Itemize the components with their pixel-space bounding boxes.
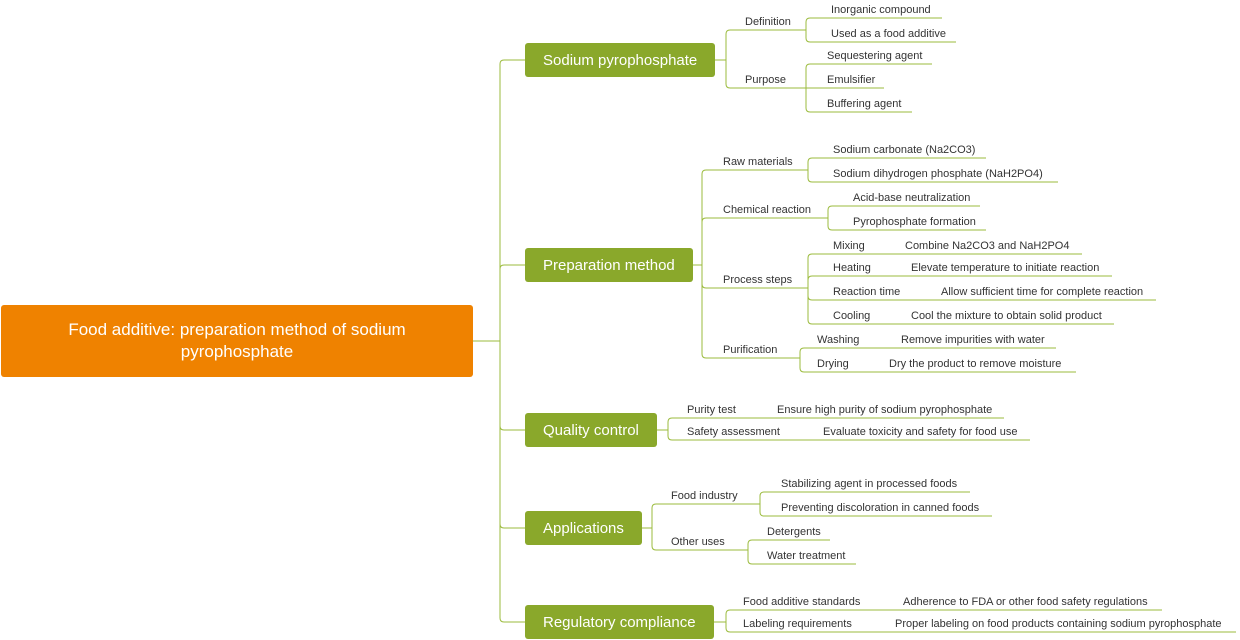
connector-line xyxy=(807,295,828,301)
leaf-topic[interactable]: Water treatment xyxy=(767,550,846,562)
connector-line xyxy=(805,107,822,113)
connector-line xyxy=(651,545,666,551)
connector-line xyxy=(701,217,718,223)
leaf-topic[interactable]: Used as a food additive xyxy=(831,28,946,40)
connector-line xyxy=(805,17,826,23)
branch-label: Applications xyxy=(543,519,624,537)
leaf-topic[interactable]: Pyrophosphate formation xyxy=(853,216,976,228)
connector-line xyxy=(759,491,776,497)
step-topic[interactable]: Drying xyxy=(817,358,849,370)
subtopic-food-industry[interactable]: Food industry xyxy=(671,490,738,502)
connector-line xyxy=(799,347,812,353)
subtopic-safety-assessment[interactable]: Safety assessment xyxy=(687,426,780,438)
subtopic-labeling-requirements[interactable]: Labeling requirements xyxy=(743,618,852,630)
leaf-topic[interactable]: Buffering agent xyxy=(827,98,902,110)
connector-line xyxy=(807,253,828,259)
subtopic-definition[interactable]: Definition xyxy=(745,16,791,28)
root-topic[interactable]: Food additive: preparation method of sod… xyxy=(1,305,473,377)
connector-line xyxy=(701,169,718,175)
branch-sodium-pyrophosphate[interactable]: Sodium pyrophosphate xyxy=(525,43,716,77)
connector-line xyxy=(747,539,762,545)
branch-label: Sodium pyrophosphate xyxy=(543,51,698,69)
connector-line xyxy=(725,29,740,35)
leaf-topic[interactable]: Combine Na2CO3 and NaH2PO4 xyxy=(905,240,1070,252)
subtopic-chemical-reaction[interactable]: Chemical reaction xyxy=(723,204,812,216)
connector-line xyxy=(701,353,718,359)
connector-line xyxy=(827,225,848,231)
connector-line xyxy=(827,205,848,211)
connector-line xyxy=(805,37,826,43)
connector-line xyxy=(725,627,738,633)
connector-line xyxy=(499,59,525,65)
step-topic[interactable]: Cooling xyxy=(833,310,871,322)
leaf-topic[interactable]: Elevate temperature to initiate reaction xyxy=(911,262,1100,274)
connector-line xyxy=(807,319,828,325)
leaf-topic[interactable]: Evaluate toxicity and safety for food us… xyxy=(823,426,1018,438)
connector-line xyxy=(759,511,776,517)
leaf-topic[interactable]: Sequestering agent xyxy=(827,50,923,62)
subtopic-food-additive-standards[interactable]: Food additive standards xyxy=(743,596,861,608)
step-topic[interactable]: Washing xyxy=(817,334,860,346)
connector-line xyxy=(799,367,812,373)
connector-line xyxy=(807,157,828,163)
connector-line xyxy=(667,435,682,441)
branch-preparation-method[interactable]: Preparation method xyxy=(525,248,693,282)
connector-line xyxy=(725,83,740,89)
subtopic-process-steps[interactable]: Process steps xyxy=(723,274,793,286)
leaf-topic[interactable]: Dry the product to remove moisture xyxy=(889,358,1062,370)
leaf-topic[interactable]: Emulsifier xyxy=(827,74,876,86)
leaf-topic[interactable]: Inorganic compound xyxy=(831,4,931,16)
leaf-topic[interactable]: Remove impurities with water xyxy=(901,334,1045,346)
leaf-topic[interactable]: Sodium carbonate (Na2CO3) xyxy=(833,144,976,156)
leaf-topic[interactable]: Proper labeling on food products contain… xyxy=(895,618,1222,630)
branch-label: Regulatory compliance xyxy=(543,613,696,631)
step-topic[interactable]: Mixing xyxy=(833,240,865,252)
leaf-topic[interactable]: Adherence to FDA or other food safety re… xyxy=(903,596,1148,608)
leaf-topic[interactable]: Stabilizing agent in processed foods xyxy=(781,478,958,490)
leaf-topic[interactable]: Ensure high purity of sodium pyrophospha… xyxy=(777,404,993,416)
root-topic-label: Food additive: preparation method of sod… xyxy=(68,320,406,361)
leaf-topic[interactable]: Sodium dihydrogen phosphate (NaH2PO4) xyxy=(833,168,1043,180)
branch-label: Preparation method xyxy=(543,256,675,274)
branch-quality-control[interactable]: Quality control xyxy=(525,413,657,447)
subtopic-raw-materials[interactable]: Raw materials xyxy=(723,156,793,168)
connector-line xyxy=(499,617,525,623)
leaf-topic[interactable]: Cool the mixture to obtain solid product xyxy=(911,310,1102,322)
leaf-topic[interactable]: Detergents xyxy=(767,526,821,538)
step-topic[interactable]: Reaction time xyxy=(833,286,901,298)
leaf-topic[interactable]: Preventing discoloration in canned foods xyxy=(781,502,980,514)
branch-regulatory-compliance[interactable]: Regulatory compliance xyxy=(525,605,714,639)
branch-applications[interactable]: Applications xyxy=(525,511,642,545)
connector-line xyxy=(747,559,762,565)
subtopic-purity-test[interactable]: Purity test xyxy=(687,404,736,416)
connector-line xyxy=(667,417,682,423)
connector-line xyxy=(499,264,525,270)
connector-line xyxy=(725,609,738,615)
connector-line xyxy=(807,275,828,281)
step-topic[interactable]: Heating xyxy=(833,262,871,274)
connector-line xyxy=(499,425,525,431)
branch-label: Quality control xyxy=(543,421,639,439)
subtopic-purpose[interactable]: Purpose xyxy=(745,74,786,86)
connector-line xyxy=(807,177,828,183)
connector-line xyxy=(499,523,525,529)
connector-line xyxy=(701,283,718,289)
leaf-topic[interactable]: Acid-base neutralization xyxy=(853,192,971,204)
leaf-topic[interactable]: Allow sufficient time for complete react… xyxy=(941,286,1144,298)
connector-line xyxy=(651,503,666,509)
connector-line xyxy=(805,63,822,69)
subtopic-purification[interactable]: Purification xyxy=(723,344,778,356)
subtopic-other-uses[interactable]: Other uses xyxy=(671,536,725,548)
